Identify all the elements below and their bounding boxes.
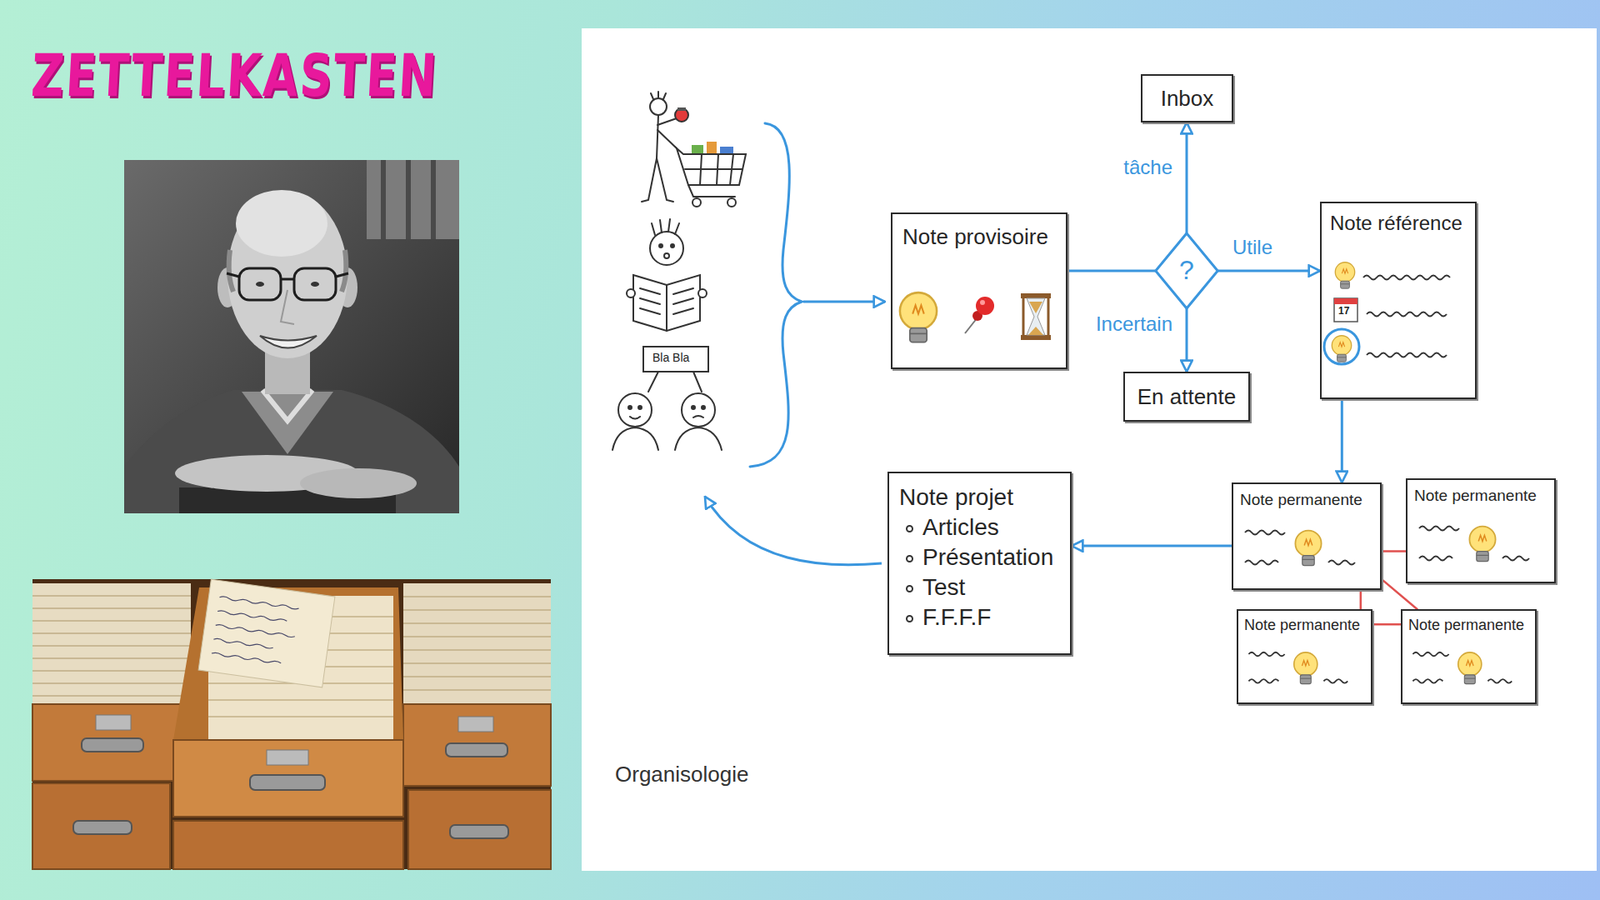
list-item: F.F.F.F (899, 603, 991, 631)
signature-text: Organisologie (615, 762, 749, 788)
shopping-figure (641, 91, 746, 207)
page-title: ZETTELKASTEN (30, 41, 440, 110)
permanent-note-contents (1245, 526, 1530, 685)
portrait-photo (124, 160, 460, 514)
reading-figure (626, 219, 707, 331)
node-title: Note permanente (1240, 490, 1363, 510)
node-title: ? (1179, 255, 1195, 287)
flow-line (1067, 270, 1155, 273)
node-title: Note permanente (1408, 616, 1525, 635)
reference-note-rows (1324, 262, 1450, 365)
drawers-photo (32, 579, 551, 870)
node-title: Note référence (1330, 211, 1463, 235)
source-brace (750, 123, 802, 467)
flow-arrow (1185, 122, 1189, 233)
flow-arrow (1071, 545, 1232, 548)
temporary-note-icons (900, 292, 1051, 343)
flow-arrow (1218, 270, 1320, 273)
talking-figures (612, 346, 722, 450)
temporary-note-box: Note provisoire (890, 212, 1068, 370)
calendar-day: 17 (1338, 305, 1350, 318)
edge-label: Incertain (1093, 312, 1175, 336)
node-title: Note permanente (1244, 616, 1360, 635)
list-item: Test (899, 573, 965, 601)
input-arrow (803, 300, 885, 304)
note-link (1381, 550, 1406, 553)
flow-arrow (1340, 399, 1344, 483)
node-title: Inbox (1160, 85, 1215, 112)
reference-note-box: Note référence (1320, 201, 1477, 400)
edge-label: tâche (1120, 155, 1175, 180)
title-block: ZETTELKASTEN (33, 41, 440, 95)
decision-diamond: ? (1155, 232, 1219, 310)
permanent-note-box: Note permanente (1231, 482, 1382, 590)
list-item: Présentation (899, 543, 1054, 571)
list-item: Articles (899, 513, 1000, 541)
node-title: En attente (1137, 384, 1237, 410)
node-title: Note projet (899, 483, 1014, 511)
note-link (1372, 623, 1401, 626)
inbox-box: Inbox (1140, 74, 1234, 123)
node-title: Note provisoire (902, 224, 1049, 250)
waiting-box: En attente (1123, 371, 1250, 422)
flow-arrow (1185, 309, 1189, 372)
permanent-note-box: Note permanente (1405, 478, 1556, 584)
permanent-note-box: Note permanente (1236, 609, 1373, 705)
project-note-box: Note projetArticlesPrésentationTestF.F.F… (887, 471, 1072, 655)
note-link (1381, 579, 1418, 610)
edge-label: Utile (1230, 235, 1275, 260)
speech-text: Bla Bla (652, 350, 690, 365)
permanent-note-box: Note permanente (1400, 609, 1537, 705)
note-link (1360, 590, 1363, 610)
return-arrow (705, 496, 882, 565)
node-title: Note permanente (1414, 486, 1537, 505)
